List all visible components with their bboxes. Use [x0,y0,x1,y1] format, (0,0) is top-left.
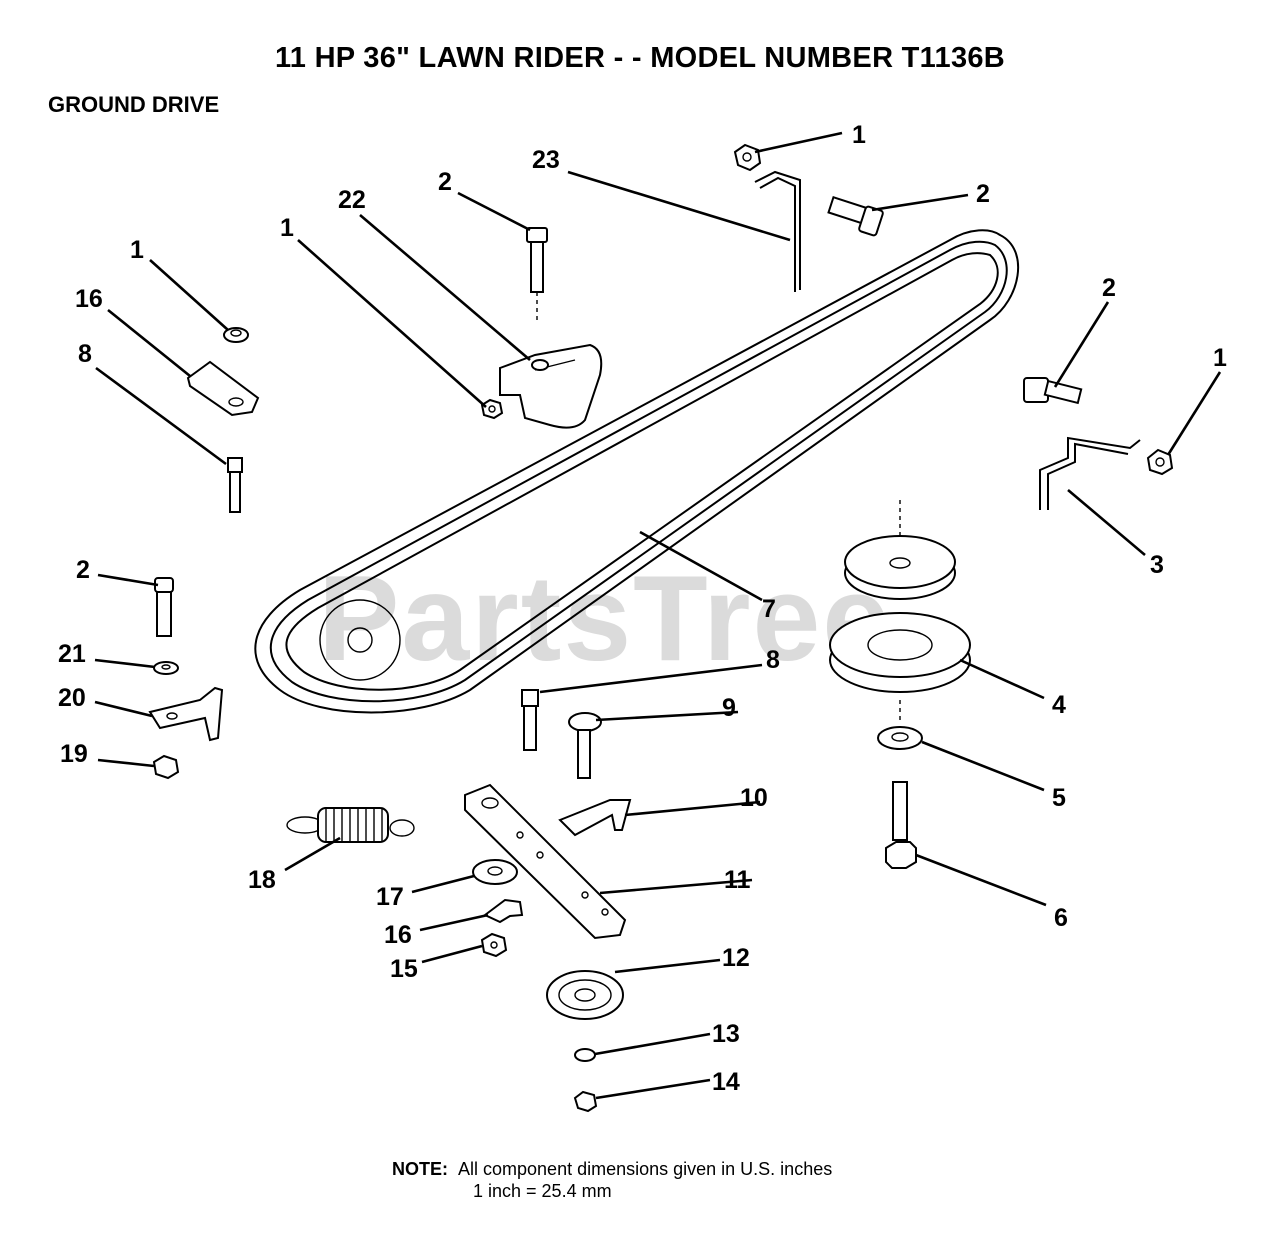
bolt-upper-right [827,195,884,237]
nut-center [480,398,504,420]
callout-10: 10 [740,784,768,812]
callout-5: 5 [1052,784,1066,812]
spring-18 [286,807,415,843]
callout-8: 8 [766,646,780,674]
callout-19: 19 [60,740,88,768]
washer-13 [574,1048,596,1062]
nut-19 [152,754,180,780]
stud-8-upper [227,457,243,513]
callout-2: 2 [1102,274,1116,302]
nut-15 [480,932,508,958]
bracket-16-lower [483,898,524,924]
callout-1: 1 [1213,344,1227,372]
callout-14: 14 [712,1068,740,1096]
section-title: GROUND DRIVE [48,92,220,117]
watermark: PartsTree [318,550,893,686]
callout-15: 15 [390,955,418,983]
callout-22: 22 [338,186,366,214]
nut-upper-left [223,327,249,343]
bolt-upper-center [526,227,548,320]
nut-right [1146,448,1174,476]
stud-8-center [521,689,539,751]
leader-lines [94,131,1222,1100]
callout-2: 2 [976,180,990,208]
rod-3 [1039,436,1141,510]
page-title: 11 HP 36" LAWN RIDER - - MODEL NUMBER T1… [274,42,1006,74]
idler-pulley-12 [546,970,624,1020]
plate-16-upper [186,360,260,417]
callout-7: 7 [762,595,776,623]
callout-23: 23 [532,146,560,174]
callout-16: 16 [384,921,412,949]
callout-1: 1 [130,236,144,264]
drive-belt [254,229,1019,714]
bracket-20 [148,686,224,742]
washer-17 [472,859,518,885]
callout-9: 9 [722,694,736,722]
callout-4: 4 [1052,691,1066,719]
callout-2: 2 [438,168,452,196]
bolt-right [1023,377,1083,405]
bracket-10 [558,799,632,837]
callout-3: 3 [1150,551,1164,579]
callout-13: 13 [712,1020,740,1048]
callout-1: 1 [280,214,294,242]
note-line-1: All component dimensions given in U.S. i… [458,1159,833,1179]
upper-pulley [844,535,956,600]
bolt-6 [885,781,917,869]
pulley-4 [829,500,971,720]
callout-21: 21 [58,640,86,668]
washer-5 [877,726,923,750]
callout-17: 17 [376,883,404,911]
arm-11 [464,783,627,940]
washer-21 [153,661,179,675]
note-line-2: 1 inch = 25.4 mm [473,1181,612,1201]
callout-16: 16 [75,285,103,313]
callout-8: 8 [78,340,92,368]
callout-12: 12 [722,944,750,972]
callouts: 1 2 23 2 22 1 1 16 8 2 1 3 7 2 21 20 19 … [58,121,1227,1096]
callout-6: 6 [1054,904,1068,932]
footnote: NOTE: All component dimensions given in … [392,1158,832,1202]
bracket-22 [499,343,603,429]
callout-2: 2 [76,556,90,584]
callout-11: 11 [724,866,751,894]
note-label: NOTE: [392,1159,448,1179]
callout-20: 20 [58,684,86,712]
nut-14 [573,1090,598,1113]
callout-1: 1 [852,121,866,149]
nut-upper-right [733,143,762,172]
bolt-left [154,577,174,637]
callout-18: 18 [248,866,276,894]
bolt-9 [568,712,602,779]
